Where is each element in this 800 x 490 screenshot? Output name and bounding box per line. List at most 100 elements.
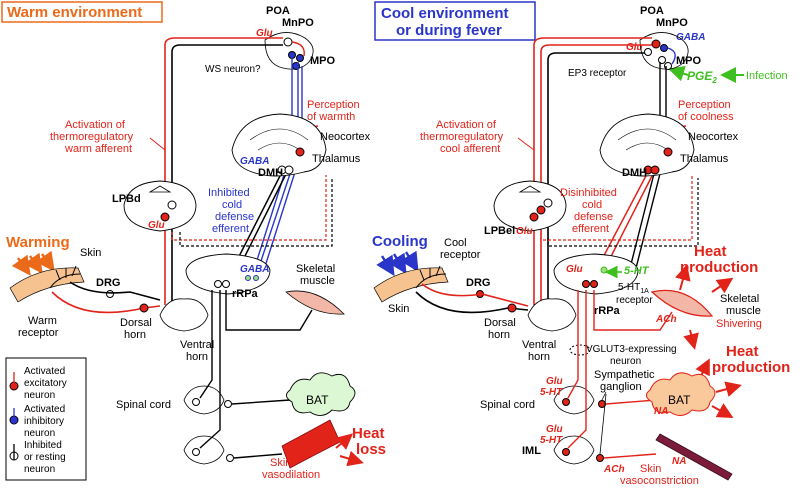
hp1-arrow-3 (683, 329, 699, 350)
lpb-neuron-r2 (536, 205, 546, 215)
disinhibited-1: Disinhibited (560, 187, 617, 199)
cool-afferent-red (533, 37, 652, 305)
neocortex-label-r: Neocortex (688, 131, 739, 143)
cool-title-1: Cool environment (381, 5, 509, 22)
dorsal-horn-r-2: horn (488, 329, 510, 341)
lpb-neuron-red (160, 212, 170, 222)
rrpa-terminal-2 (253, 275, 259, 281)
poa-outline-r (639, 32, 689, 70)
motor-line-left (225, 290, 313, 331)
cooling-label: Cooling (372, 233, 428, 250)
skin-label-left: Skin (80, 247, 101, 259)
coronal-detail-r (617, 128, 677, 151)
bat-path-right (567, 290, 657, 405)
legend-resting-1: Inhibited (24, 440, 62, 451)
skin-vasodilation-1: Skin (270, 457, 291, 469)
glu-mnpo-label-r: Glu (626, 42, 643, 53)
lpb-ventricle (148, 185, 172, 193)
dmh-label: DMH (258, 167, 283, 179)
dorsal-horn-1: Dorsal (120, 317, 152, 329)
iml-label: IML (522, 445, 541, 457)
disinhibited-3: defense (574, 211, 613, 223)
disinhibited-4: efferent (572, 223, 609, 235)
dorsal-horn-neuron-red (139, 303, 149, 313)
right-panel: Cool environment or during fever POA MnP… (372, 1, 790, 487)
lpbd-label: LPBd (112, 193, 141, 205)
rrpa-neuron-r1 (582, 280, 590, 288)
motor-line-right (593, 290, 673, 331)
cool-title-box (374, 1, 536, 41)
perception-coolness-2: of coolness (678, 111, 734, 123)
legend-resting-3: neuron (24, 464, 55, 475)
hp1-arrow-2 (711, 277, 734, 294)
thalamus-label: Thalamus (312, 153, 361, 165)
mpo-neuron-2 (296, 54, 304, 62)
cool-afferent-red-2 (540, 44, 652, 305)
skeletal-muscle-r-2: muscle (726, 305, 761, 317)
heat-production-2b: production (712, 359, 790, 376)
skeletal-muscle-shape-r (650, 289, 714, 317)
pge2-arrow (668, 65, 689, 82)
heat-loss-arrow-2 (339, 450, 364, 467)
coronal-section (231, 113, 327, 177)
hp1-arrow-1 (675, 264, 691, 291)
lpb-section-r (493, 180, 567, 232)
ach-muscle-label: ACh (655, 314, 677, 325)
skeletal-muscle-2: muscle (300, 275, 335, 287)
rrpa-5ht-neuron (600, 266, 608, 274)
ach-iml-label: ACh (603, 464, 625, 475)
spinal-section-r3 (553, 435, 595, 465)
five-ht1a-main: 5-HT (618, 282, 640, 293)
dotted-black-r (547, 178, 699, 247)
gaba-mnpo-label-r: GABA (676, 32, 705, 43)
drg-neuron-left (106, 290, 114, 298)
activation-warm-pointer (149, 137, 166, 151)
pge2-main: PGE (687, 69, 713, 83)
vaso-path-right (567, 290, 657, 459)
skeletal-muscle-1: Skeletal (296, 263, 335, 275)
warm-receptor-fiber (49, 265, 81, 289)
glu-lpb-label: Glu (148, 220, 165, 231)
thalamus-label-r: Thalamus (680, 153, 729, 165)
warm-afferent-peripheral-r (415, 291, 529, 314)
five-ht-1-label: 5-HT (540, 387, 563, 398)
disinhibited-2: cold (582, 199, 602, 211)
spinal-cord-label-r: Spinal cord (480, 399, 535, 411)
poa-label: POA (266, 5, 290, 17)
neocortex-label: Neocortex (320, 131, 371, 143)
skin-vasoconstriction-1: Skin (640, 463, 661, 475)
dmh-neuron-r2 (650, 165, 660, 175)
activation-warm-1: Activation of (65, 119, 126, 131)
bat-label-right: BAT (668, 393, 691, 407)
receptor-label: receptor (616, 295, 653, 306)
warming-label: Warming (6, 234, 70, 251)
rrpa-label-r: rRPa (594, 305, 621, 317)
legend-excitatory-2: excitatory (24, 378, 67, 389)
inhibited-efferent-2: cold (222, 199, 242, 211)
ventral-horn-2: horn (186, 351, 208, 363)
rrpa-neuron-1 (214, 280, 222, 288)
coronal-detail (249, 128, 309, 151)
dotted-red-r (540, 175, 693, 241)
hp2-arrow-2 (715, 381, 742, 397)
five-ht1a-label: 5-HT1A (618, 282, 649, 295)
thalamus-neuron (295, 147, 305, 157)
perception-coolness-1: Perception (678, 99, 731, 111)
na-skin-label: NA (672, 456, 686, 467)
lpb-neuron-r1 (529, 212, 539, 222)
ventral-horn-r-2: horn (528, 351, 550, 363)
iml-neuron-left-2 (192, 448, 200, 456)
gaba-dmh-label: GABA (240, 156, 269, 167)
spinal-section-r2 (553, 385, 595, 415)
activation-warm-2: thermoregulatory (50, 131, 134, 143)
cool-title-2: or during fever (396, 22, 502, 39)
sym-ganglion-2: ganglion (600, 381, 642, 393)
cool-afferent-peripheral (421, 283, 529, 307)
pge2-label: PGE2 (687, 69, 717, 85)
lpbel-label: LPBel (484, 225, 515, 237)
warm-receptor-1: Warm (28, 315, 57, 327)
mnpo-label: MnPO (282, 17, 314, 29)
spinal-section-r1 (527, 298, 577, 332)
dmh-label-r: DMH (622, 167, 647, 179)
heat-production-2a: Heat (726, 343, 759, 360)
